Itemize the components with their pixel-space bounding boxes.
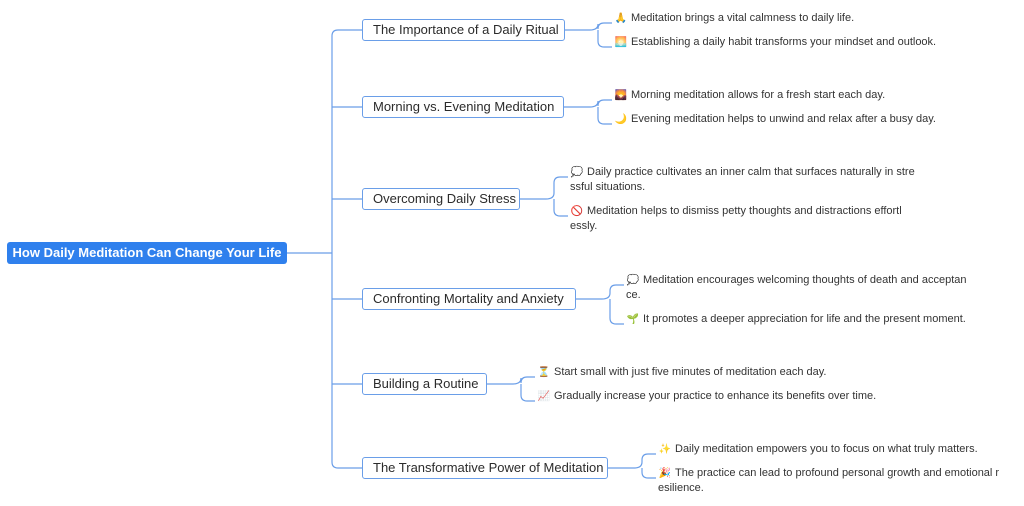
leaf-node[interactable]: 🌄Morning meditation allows for a fresh s…: [614, 88, 885, 103]
thought-bubble-icon: 💭: [626, 275, 640, 286]
leaf-text: Morning meditation allows for a fresh st…: [631, 89, 886, 101]
branch-connector: [331, 461, 362, 469]
leaf-connector: [520, 384, 535, 402]
leaf-text: Meditation helps to dismiss petty though…: [570, 205, 902, 232]
prohibited-icon: 🚫: [570, 206, 584, 217]
topic-node[interactable]: Overcoming Daily Stress: [362, 188, 520, 210]
leaf-node[interactable]: ⏳Start small with just five minutes of m…: [537, 365, 827, 380]
sunrise-icon: 🌅: [614, 37, 628, 48]
leaf-node[interactable]: 🌅Establishing a daily habit transforms y…: [614, 35, 936, 50]
leaf-connector: [609, 299, 624, 325]
leaf-connector: [564, 99, 612, 108]
thought-bubble-icon: 💭: [570, 167, 584, 178]
leaf-node[interactable]: 🙏Meditation brings a vital calmness to d…: [614, 11, 854, 26]
leaf-connector: [565, 22, 612, 31]
leaf-text: Evening meditation helps to unwind and r…: [631, 113, 936, 125]
leaf-node[interactable]: 🚫Meditation helps to dismiss petty thoug…: [570, 204, 902, 234]
party-popper-icon: 🎉: [658, 468, 672, 479]
topic-node[interactable]: The Importance of a Daily Ritual: [362, 19, 565, 41]
leaf-connector: [553, 199, 568, 217]
topic-node[interactable]: Morning vs. Evening Meditation: [362, 96, 564, 118]
leaf-node[interactable]: 🎉The practice can lead to profound perso…: [658, 466, 999, 496]
leaf-connector: [520, 176, 568, 200]
leaf-text: Daily meditation empowers you to focus o…: [675, 443, 978, 455]
leaf-text: Meditation brings a vital calmness to da…: [631, 12, 855, 24]
leaf-connector: [487, 376, 535, 385]
branch-connector: [331, 29, 362, 37]
topic-node[interactable]: Building a Routine: [362, 373, 487, 395]
leaf-connector: [597, 30, 612, 48]
chart-increasing-icon: 📈: [537, 391, 551, 402]
hourglass-icon: ⏳: [537, 367, 551, 378]
leaf-node[interactable]: 💭Meditation encourages welcoming thought…: [626, 273, 967, 303]
crescent-moon-icon: 🌙: [614, 114, 628, 125]
topic-node[interactable]: The Transformative Power of Meditation: [362, 457, 608, 479]
leaf-text: The practice can lead to profound person…: [658, 467, 1000, 494]
root-topic[interactable]: How Daily Meditation Can Change Your Lif…: [7, 242, 287, 264]
leaf-text: It promotes a deeper appreciation for li…: [643, 313, 966, 325]
topic-node[interactable]: Confronting Mortality and Anxiety: [362, 288, 576, 310]
leaf-node[interactable]: ✨Daily meditation empowers you to focus …: [658, 442, 978, 457]
sparkles-icon: ✨: [658, 444, 672, 455]
leaf-text: Meditation encourages welcoming thoughts…: [626, 274, 967, 301]
leaf-text: Daily practice cultivates an inner calm …: [570, 166, 915, 193]
sunrise-mountains-icon: 🌄: [614, 90, 628, 101]
leaf-connector: [576, 284, 624, 300]
seedling-icon: 🌱: [626, 314, 640, 325]
leaf-text: Start small with just five minutes of me…: [554, 366, 827, 378]
praying-hands-icon: 🙏: [614, 13, 628, 24]
leaf-connector: [608, 453, 656, 469]
leaf-text: Gradually increase your practice to enha…: [554, 390, 877, 402]
leaf-node[interactable]: 🌱It promotes a deeper appreciation for l…: [626, 312, 966, 327]
leaf-text: Establishing a daily habit transforms yo…: [631, 36, 937, 48]
leaf-node[interactable]: 📈Gradually increase your practice to enh…: [537, 389, 876, 404]
leaf-connector: [641, 468, 656, 479]
leaf-node[interactable]: 💭Daily practice cultivates an inner calm…: [570, 165, 915, 195]
leaf-connector: [597, 107, 612, 125]
leaf-node[interactable]: 🌙Evening meditation helps to unwind and …: [614, 112, 936, 127]
